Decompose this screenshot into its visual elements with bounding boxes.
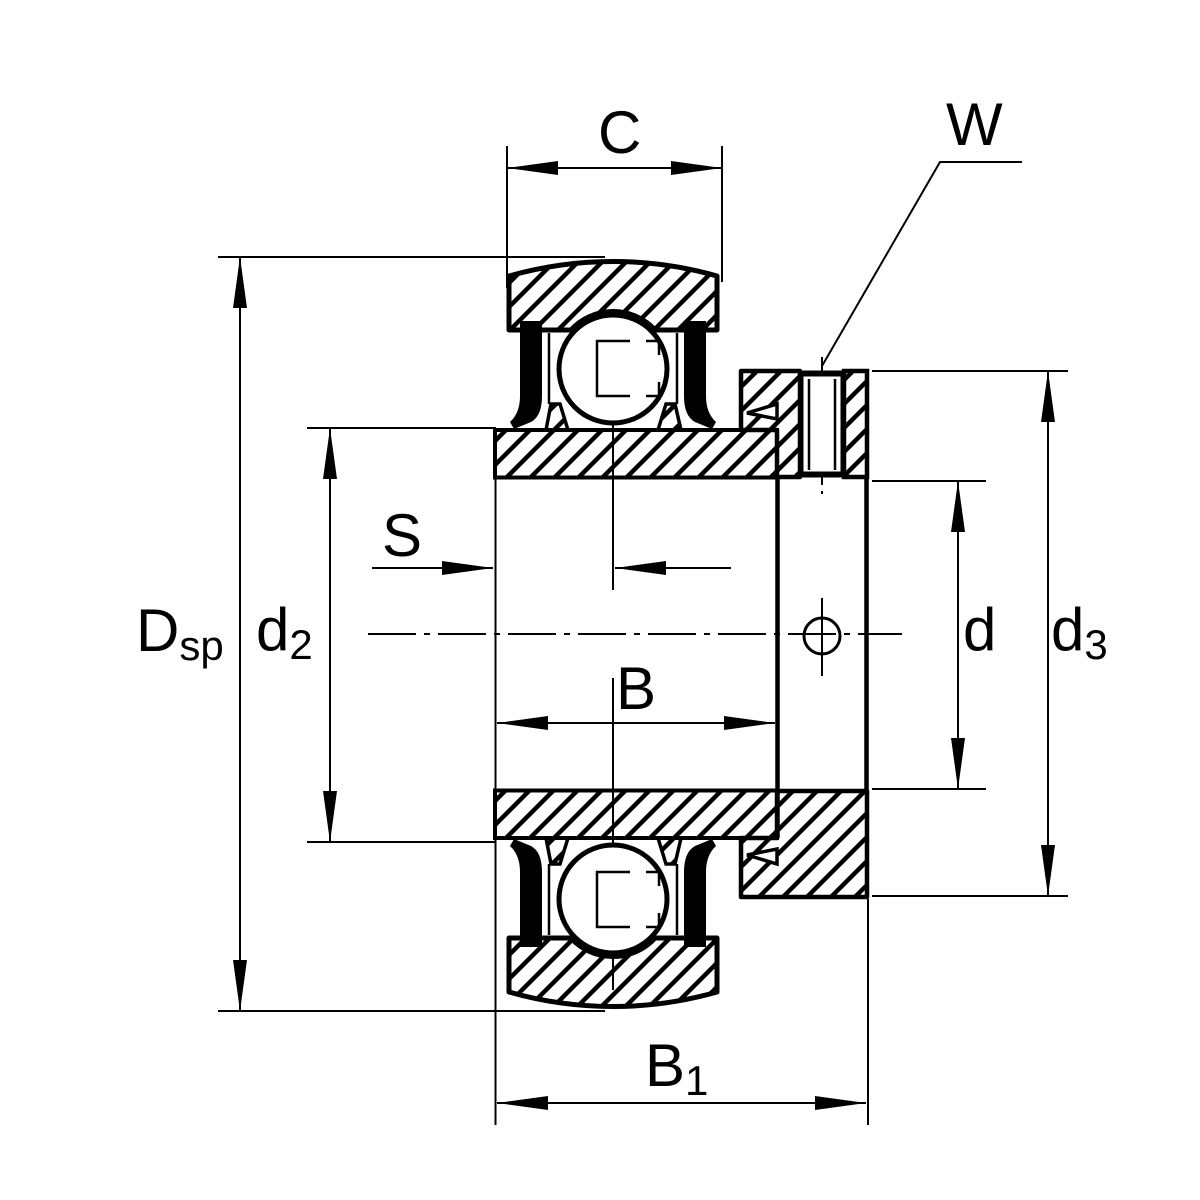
dim-label-d2: d2 bbox=[256, 596, 313, 669]
dim-label-d: d bbox=[963, 596, 997, 663]
outer-ring-top bbox=[506, 259, 720, 333]
seal-top-left bbox=[510, 321, 551, 429]
dimension-dsp bbox=[233, 257, 247, 1011]
cage-mark-top bbox=[595, 339, 661, 398]
dimension-b bbox=[497, 716, 775, 730]
outer-ring-bottom bbox=[506, 935, 720, 1009]
dim-label-s: S bbox=[382, 502, 423, 569]
dimension-c bbox=[507, 161, 722, 175]
cage-mark-bottom bbox=[595, 870, 661, 929]
seal-bottom-left bbox=[510, 839, 551, 947]
collar-recess-notch-bottom bbox=[746, 846, 779, 867]
extension-lines bbox=[218, 146, 1068, 1125]
dim-label-c: C bbox=[598, 99, 642, 166]
dimension-d2 bbox=[323, 428, 337, 842]
dim-label-d3: d3 bbox=[1051, 596, 1108, 669]
ball-bottom bbox=[556, 842, 670, 956]
ball-top bbox=[556, 312, 670, 426]
dimension-b1 bbox=[497, 1096, 866, 1110]
dim-label-w: W bbox=[946, 91, 1003, 158]
seal-top-right bbox=[675, 321, 716, 429]
dimension-s bbox=[372, 561, 731, 575]
leader-w bbox=[821, 161, 1022, 367]
seal-bottom-right bbox=[675, 839, 716, 947]
shaft-hole bbox=[802, 616, 842, 656]
dim-label-dsp: Dsp bbox=[136, 597, 224, 670]
dimension-d3 bbox=[1041, 371, 1055, 896]
dim-label-b1: B1 bbox=[645, 1032, 709, 1105]
set-screw bbox=[798, 370, 846, 478]
dimension-d bbox=[951, 481, 965, 789]
collar-recess-notch-top bbox=[746, 401, 779, 422]
inner-ring-top bbox=[493, 402, 779, 480]
dim-label-b: B bbox=[616, 655, 657, 722]
bore-face-lines bbox=[775, 477, 869, 838]
